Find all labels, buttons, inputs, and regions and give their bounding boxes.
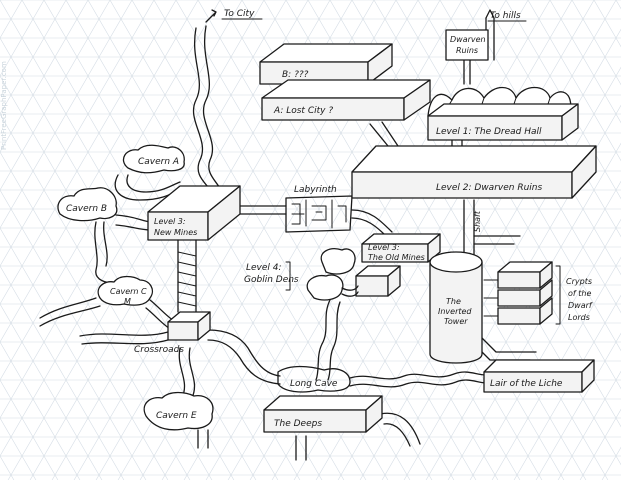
bracket-crypts <box>555 265 561 325</box>
tunnel-to-city-edge <box>202 25 223 196</box>
cavern-e[interactable]: Cavern E <box>143 391 214 431</box>
room-b-unknown[interactable]: B: ??? <box>259 43 393 85</box>
label-inverted-3: Tower <box>444 317 468 326</box>
label-to-city: To City <box>224 9 255 19</box>
arrow-to-city <box>205 9 217 23</box>
labyrinth-maze <box>285 195 353 233</box>
goblin-dens-structure[interactable] <box>306 248 401 301</box>
label-cavern-b: Cavern B <box>66 204 107 214</box>
label-cavern-c-2: M <box>124 297 131 306</box>
lost-city-link <box>369 121 399 147</box>
label-labyrinth: Labyrinth <box>294 185 337 195</box>
label-crypts-1: Crypts <box>566 277 592 286</box>
label-crossroads: Crossroads <box>134 345 184 355</box>
label-lair: Lair of the Liche <box>490 379 563 389</box>
label-a-lost-city: A: Lost City ? <box>273 106 333 116</box>
label-level3-new-2: New Mines <box>154 228 197 237</box>
ruins-sign-pole <box>463 59 471 85</box>
cavern-b[interactable]: Cavern B <box>57 187 118 222</box>
tunnel-deeps-down <box>295 435 307 461</box>
label-crypts-4: Lords <box>568 313 590 322</box>
room-the-deeps[interactable]: The Deeps <box>263 395 383 433</box>
tunnel-long-cave <box>349 371 493 388</box>
room-lair-liche[interactable]: Lair of the Liche <box>483 359 595 393</box>
watermark-text: PrintFreeGraphPaper.com <box>0 61 8 150</box>
inverted-tower[interactable]: The Inverted Tower <box>429 251 483 364</box>
tunnel-to-labyrinth <box>235 205 287 215</box>
tunnel-cavern-e-down <box>197 429 209 449</box>
tunnel-to-city <box>192 27 213 196</box>
room-level2-dwarven-ruins[interactable]: Level 2: Dwarven Ruins <box>351 145 597 199</box>
label-level4-2: Goblin Dens <box>244 275 299 285</box>
label-dwarven-ruins-1: Dwarven <box>450 35 486 44</box>
label-level4-1: Level 4: <box>246 263 282 273</box>
arrow-to-hills <box>485 9 495 19</box>
tunnel-deeps-right <box>379 412 421 447</box>
long-cave-shape <box>277 365 351 393</box>
label-cavern-a: Cavern A <box>138 157 179 167</box>
tunnel-crossroads-right <box>207 329 281 385</box>
shaft-branch-right <box>473 235 521 245</box>
label-cavern-e: Cavern E <box>156 411 197 421</box>
label-level1: Level 1: The Dread Hall <box>436 127 542 137</box>
sign-dwarven-ruins[interactable]: Dwarven Ruins <box>445 29 489 61</box>
label-dwarven-ruins-2: Ruins <box>456 46 478 55</box>
mine-shaft-column <box>177 239 197 313</box>
label-the-deeps: The Deeps <box>274 419 322 429</box>
label-level3-new-1: Level 3: <box>154 217 186 226</box>
label-cavern-c-1: Cavern C <box>110 287 147 296</box>
room-level3-old-mines[interactable]: Level 3: The Old Mines <box>361 233 441 263</box>
tunnel-cavern-a-edge <box>126 174 181 193</box>
label-crypts-2: of the <box>568 289 591 298</box>
label-long-cave: Long Cave <box>290 379 338 389</box>
cavern-a[interactable]: Cavern A <box>122 144 185 174</box>
crypts-stack[interactable] <box>483 261 553 325</box>
room-level1-dread-hall[interactable]: Level 1: The Dread Hall <box>427 86 579 141</box>
label-to-hills: To hills <box>490 11 521 21</box>
label-inverted-1: The <box>446 297 461 306</box>
tunnel-cavern-c-exit <box>39 297 101 327</box>
tunnel-crossroads-left <box>79 331 169 345</box>
room-crossroads[interactable]: Crossroads <box>134 311 211 355</box>
label-inverted-2: Inverted <box>438 307 472 316</box>
label-level3-old-1: Level 3: <box>368 243 400 252</box>
room-level3-new-mines[interactable]: Level 3: New Mines <box>147 185 241 241</box>
cavern-c[interactable]: Cavern C M <box>97 275 154 307</box>
label-b-unknown: B: ??? <box>282 70 309 80</box>
label-level2: Level 2: Dwarven Ruins <box>436 183 542 193</box>
tunnel-goblin-dens <box>315 299 341 381</box>
room-a-lost-city[interactable]: A: Lost City ? <box>261 79 431 121</box>
bracket-level4 <box>285 261 291 291</box>
label-level3-old-2: The Old Mines <box>368 253 425 262</box>
label-shaft: Shaft <box>473 210 482 232</box>
label-crypts-3: Dwarf <box>568 301 593 310</box>
